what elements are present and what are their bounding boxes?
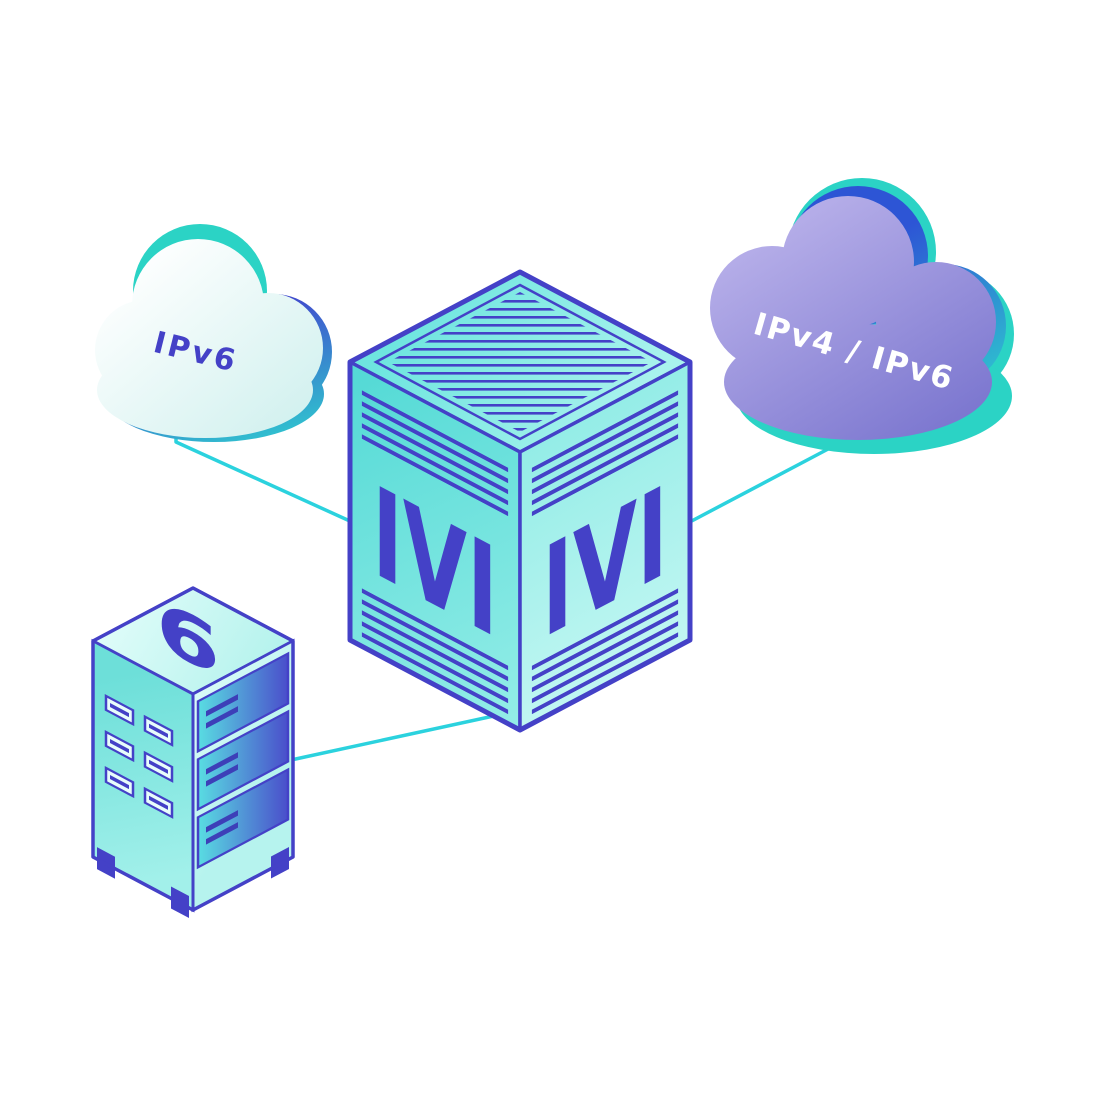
server-outline — [91, 586, 295, 912]
connector-server-to-cube — [289, 710, 514, 762]
ipv4-ipv6-cloud: IPv4 / IPv6 — [710, 178, 1014, 454]
left-face-top-lines — [361, 390, 509, 517]
ivi-translator-cube: IVI IVI — [347, 269, 693, 733]
server-right-face — [191, 638, 295, 913]
cube-left-face-content: IVI — [361, 390, 509, 715]
server-drawer — [196, 651, 290, 754]
cloud-body — [710, 196, 996, 440]
server-drawer — [196, 767, 290, 870]
server-drawer-slot-bars — [206, 694, 238, 845]
cube-outline — [347, 269, 693, 733]
cloud-body — [95, 239, 323, 438]
right-face-top-lines — [531, 390, 679, 517]
server-drawer — [196, 709, 290, 812]
cube-top-inner-border — [373, 283, 667, 441]
left-face-bottom-lines — [361, 588, 509, 715]
ipv6-cloud: IPv6 — [95, 224, 332, 442]
right-face-bottom-lines — [531, 588, 679, 715]
ipv6-server: 6 — [91, 583, 295, 919]
server-drawers — [196, 651, 290, 870]
server-left-face — [91, 638, 195, 919]
cube-top-line-block — [388, 292, 652, 432]
server-vent-slot-bars — [110, 703, 168, 810]
cube-right-face-content: IVI — [531, 390, 679, 715]
